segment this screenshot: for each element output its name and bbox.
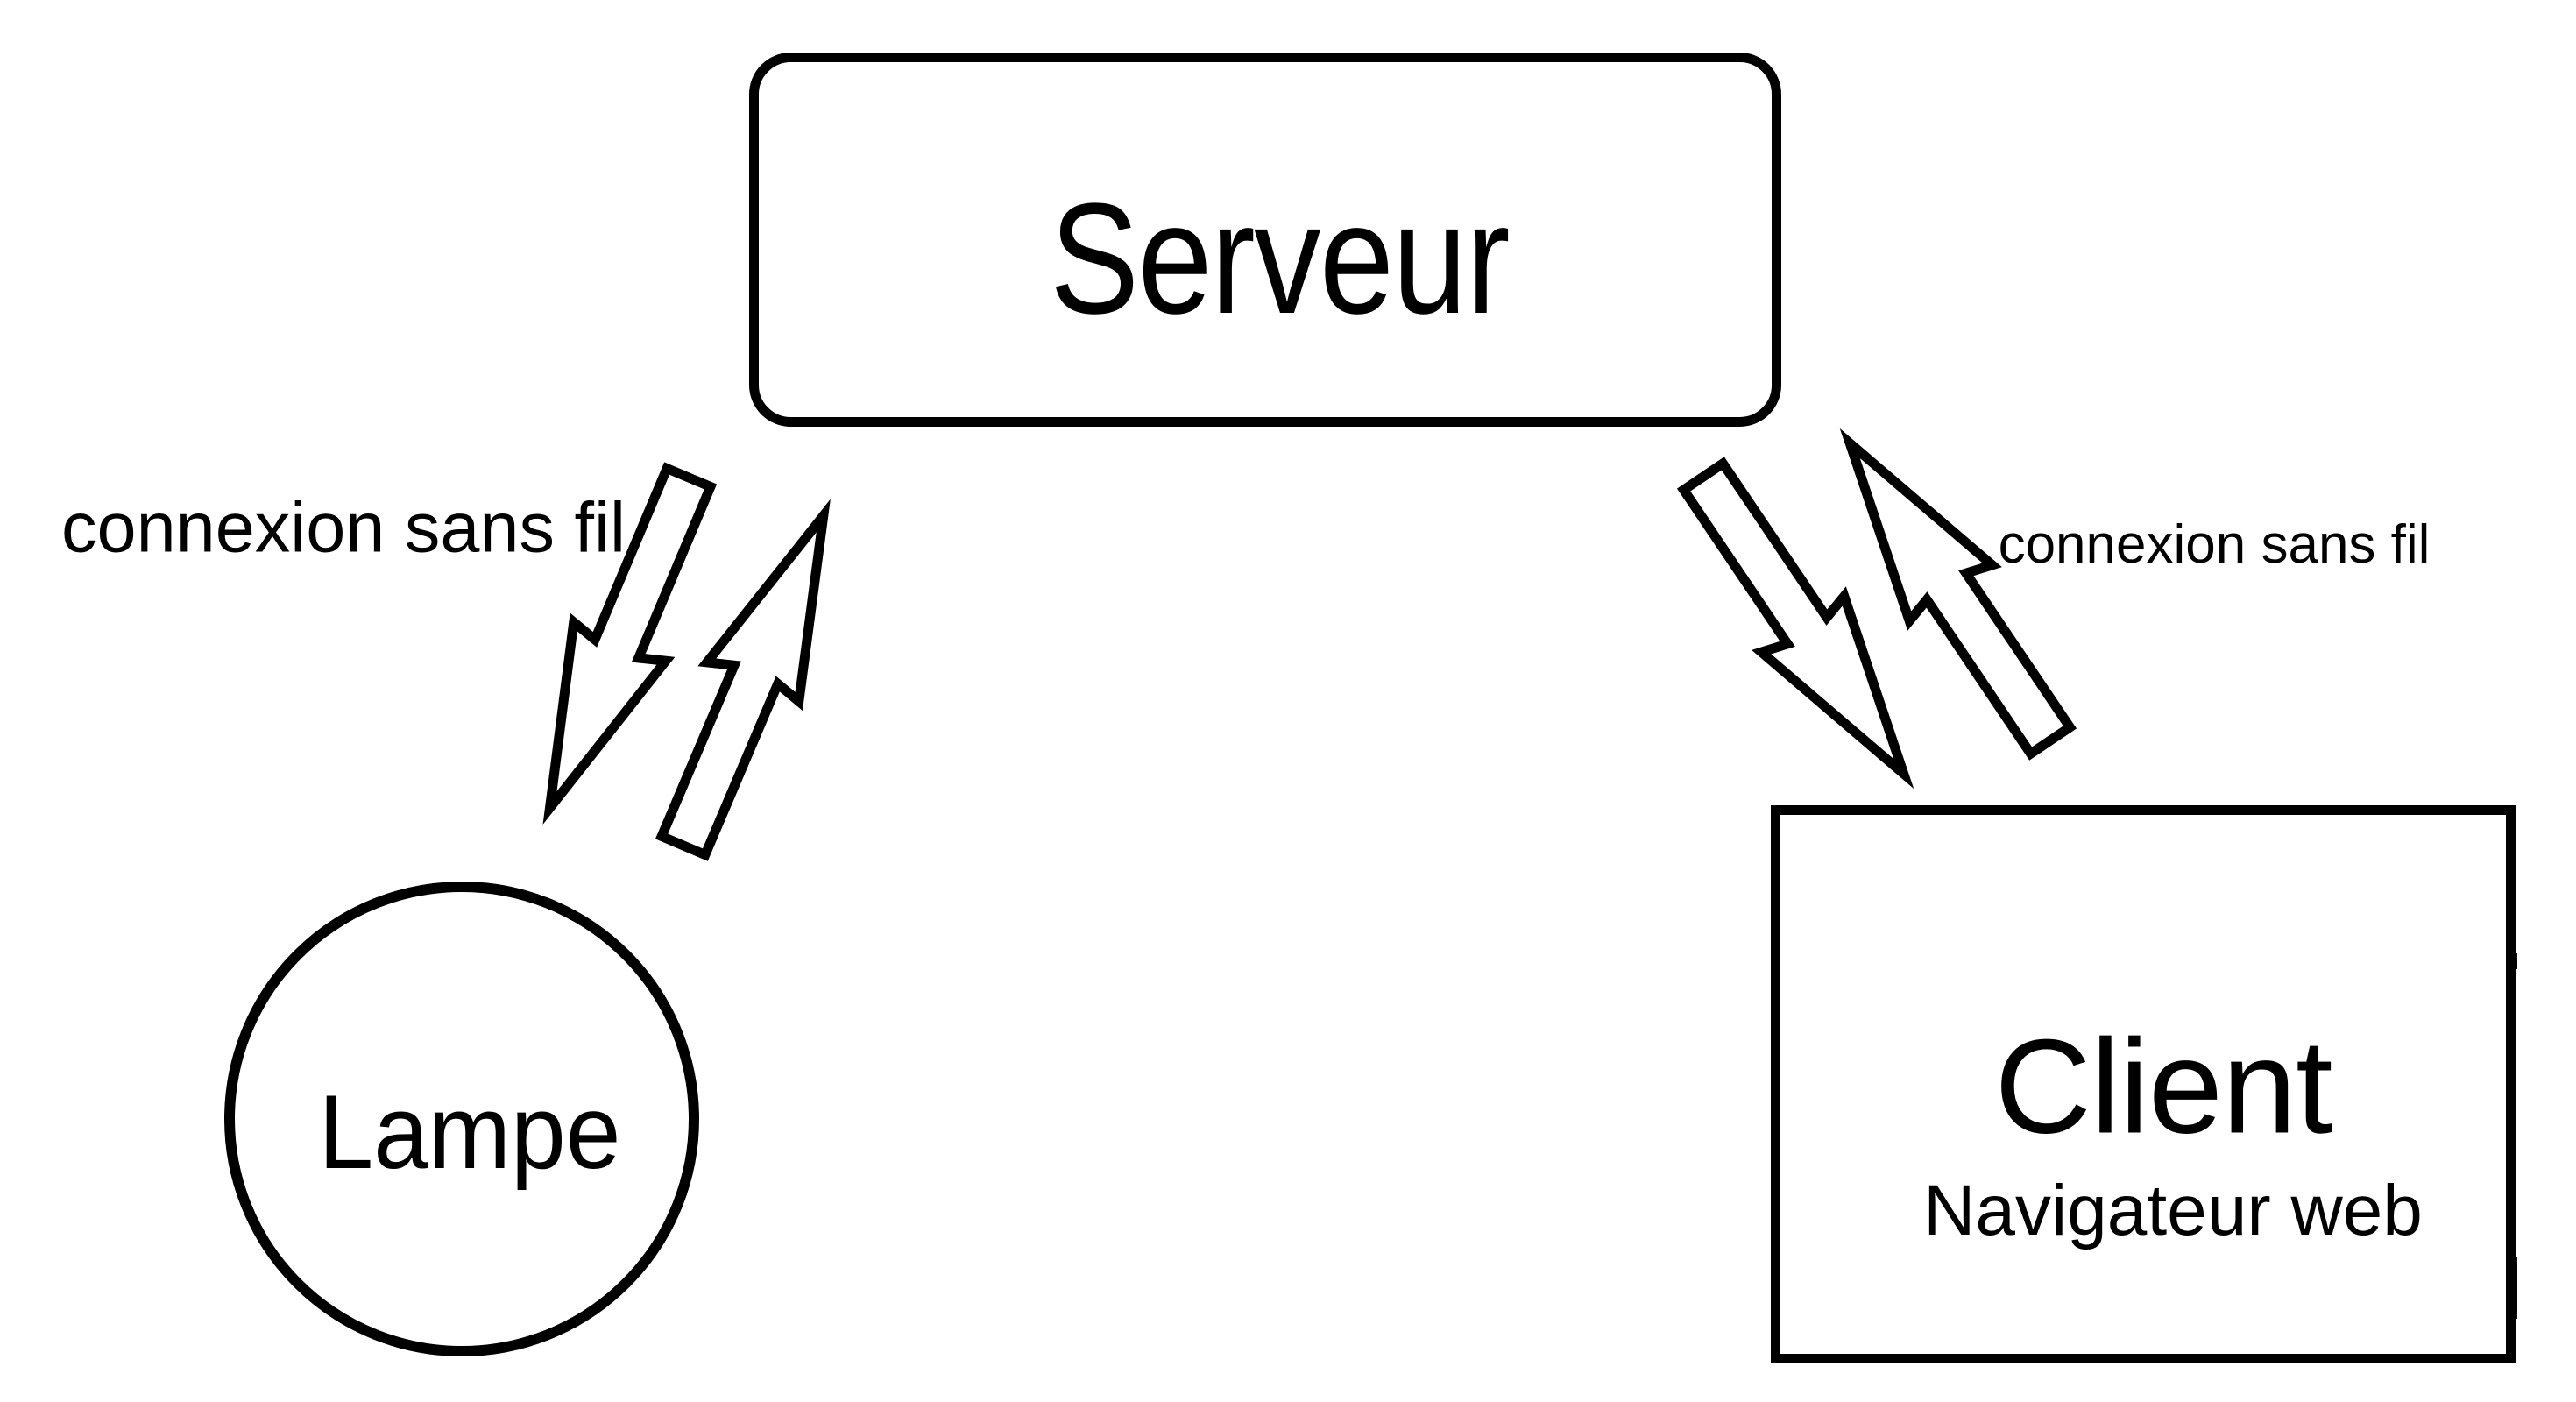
connexion-label-left: connexion sans fil bbox=[61, 488, 626, 568]
lampe-circle bbox=[224, 882, 699, 1356]
client-box-edge-artifact bbox=[2508, 953, 2517, 969]
arrow-lampe-to-serveur bbox=[655, 499, 831, 861]
lampe-label: Lampe bbox=[318, 1073, 621, 1191]
arrow-client-to-serveur bbox=[1839, 428, 2077, 761]
client-box bbox=[1771, 805, 2516, 1363]
client-box-edge-artifact bbox=[2508, 1257, 2517, 1319]
connexion-label-right: connexion sans fil bbox=[1998, 514, 2431, 575]
arrow-serveur-to-client bbox=[1676, 457, 1914, 790]
serveur-label: Serveur bbox=[1050, 171, 1511, 347]
arrow-serveur-to-lampe bbox=[542, 462, 718, 825]
client-sublabel: Navigateur web bbox=[1923, 1171, 2423, 1250]
serveur-box bbox=[749, 53, 1781, 427]
client-label: Client bbox=[1994, 1011, 2332, 1162]
